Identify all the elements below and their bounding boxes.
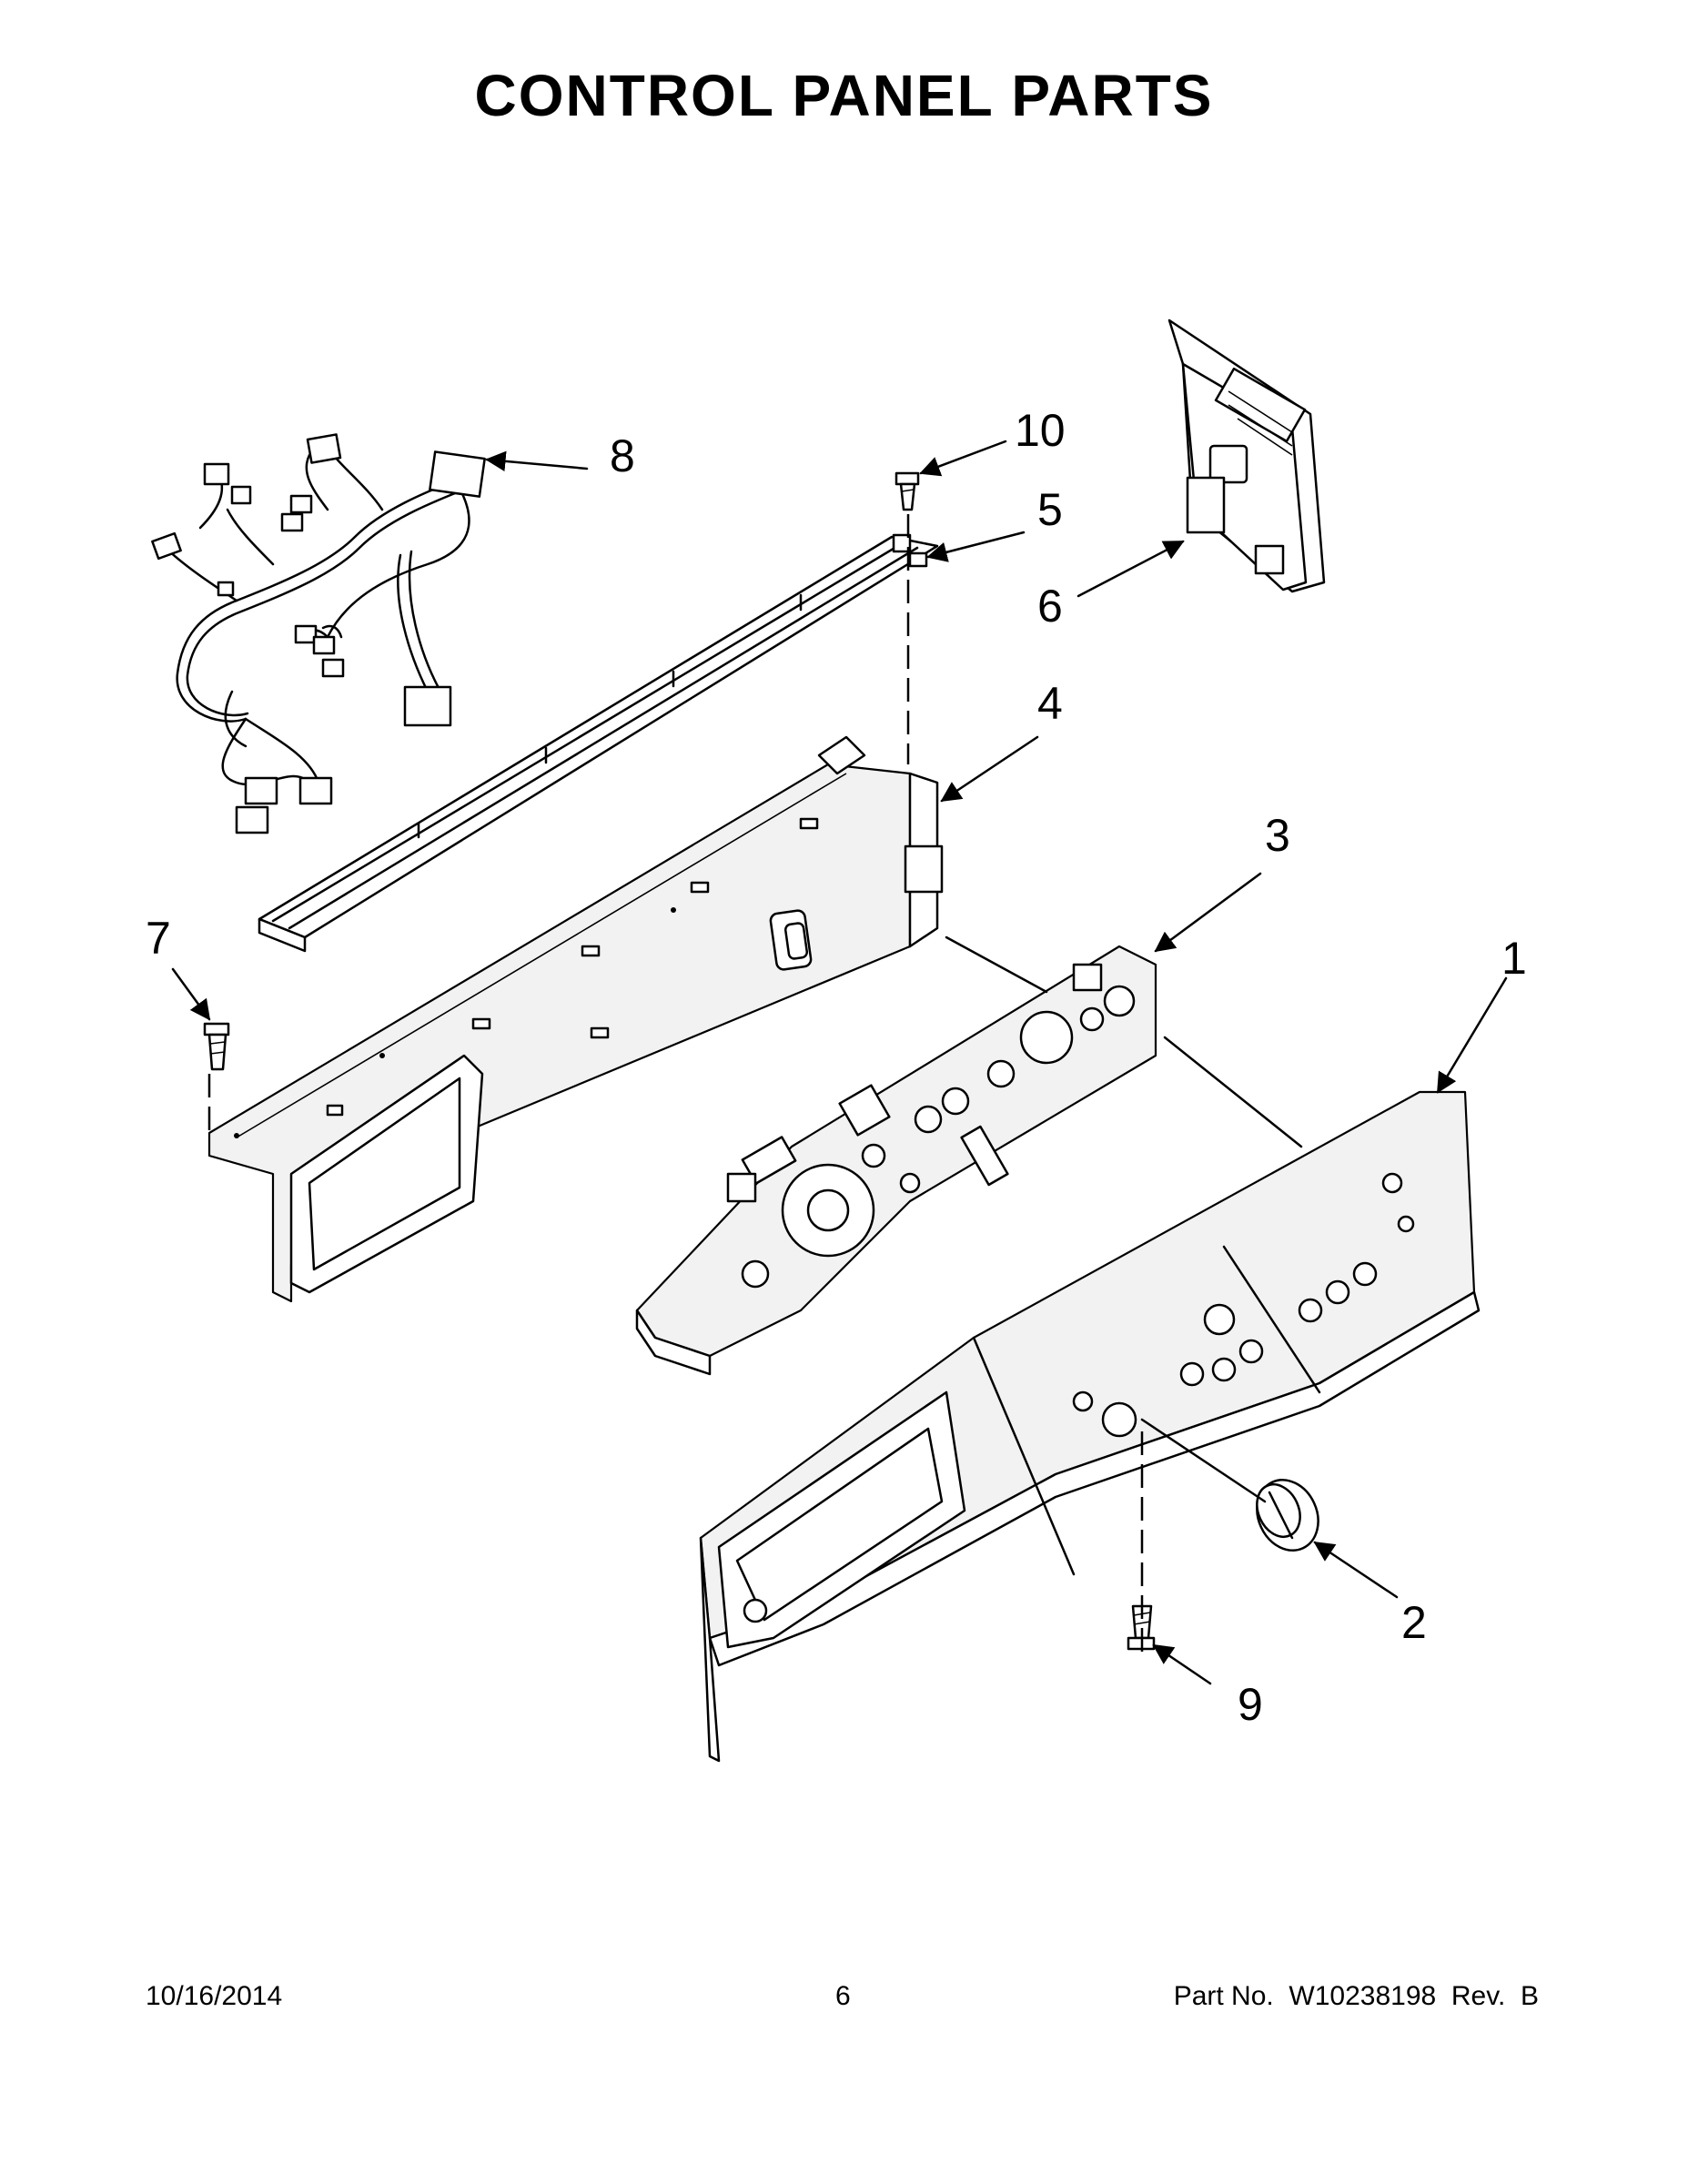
page-title: CONTROL PANEL PARTS [474, 63, 1214, 128]
callout-5: 5 [1037, 484, 1063, 535]
callout-7: 7 [146, 913, 171, 964]
callout-4: 4 [1037, 678, 1063, 729]
callout-6: 6 [1037, 581, 1063, 632]
wire-harness-part-8 [151, 433, 486, 834]
callout-10: 10 [1015, 405, 1066, 456]
ui-board-part-3 [635, 945, 1157, 1376]
callout-labels: 1 2 3 4 5 6 7 8 9 10 [146, 405, 1527, 1730]
leader-arrows [171, 440, 1508, 1685]
callout-1: 1 [1501, 933, 1527, 984]
footer-part-number: Part No. W10238198 Rev. B [1173, 1981, 1539, 2011]
control-board-part-6 [1167, 318, 1326, 593]
callout-9: 9 [1238, 1679, 1263, 1730]
callout-8: 8 [610, 430, 635, 481]
control-housing-part-4 [207, 735, 944, 1303]
console-panel-part-1 [699, 1090, 1481, 1763]
screw-part-10 [895, 471, 920, 511]
footer-page-number: 6 [835, 1981, 851, 2011]
callout-2: 2 [1401, 1597, 1427, 1648]
footer-date: 10/16/2014 [146, 1981, 283, 2011]
knob-part-2 [1256, 1479, 1319, 1552]
screw-part-9 [1127, 1604, 1156, 1651]
screw-part-7 [203, 1022, 230, 1071]
alignment-lines [207, 514, 1303, 1652]
callout-3: 3 [1265, 810, 1290, 861]
